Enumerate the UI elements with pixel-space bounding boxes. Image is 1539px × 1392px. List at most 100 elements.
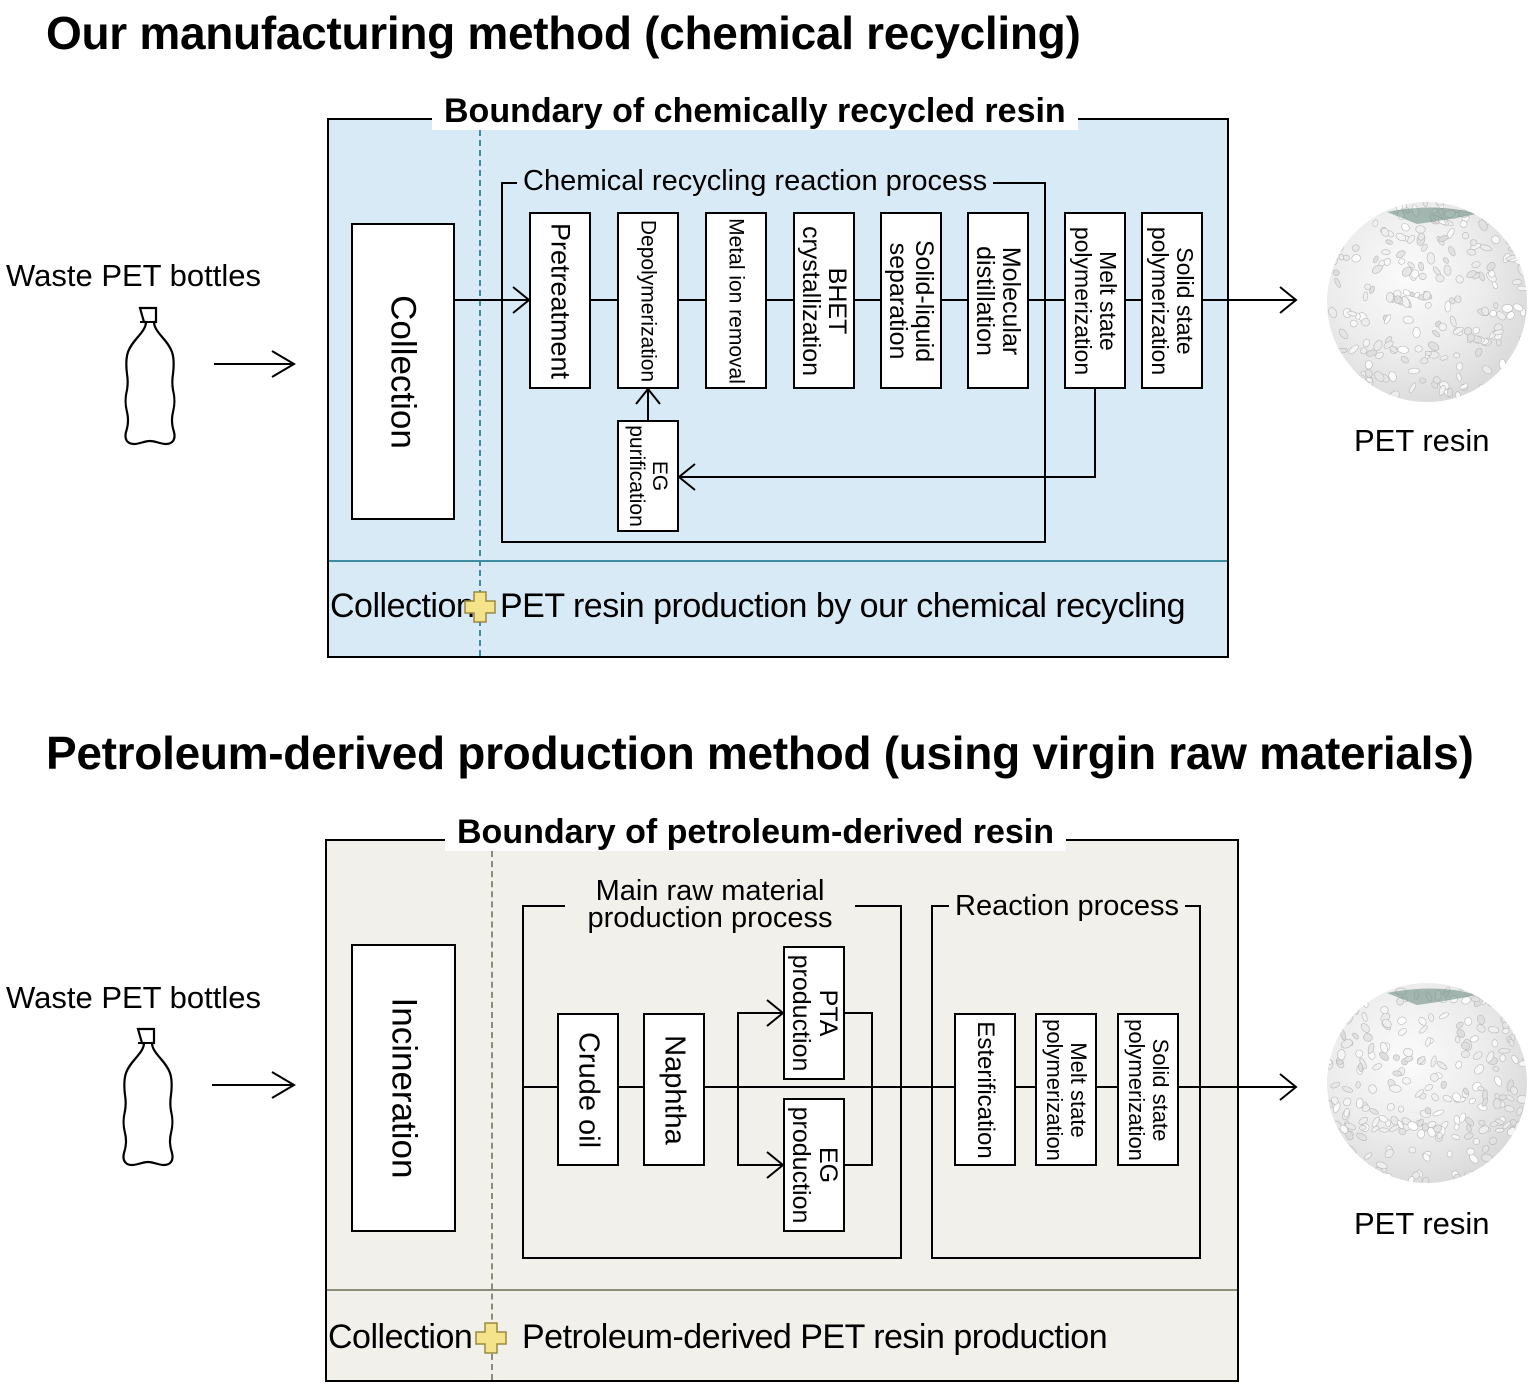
petroleum-footer-process: Petroleum-derived PET resin production bbox=[522, 1318, 1108, 1356]
pellet-granule bbox=[1466, 248, 1477, 256]
raw-material-group-label: Main raw material production process bbox=[565, 877, 855, 933]
pellet-granule bbox=[1511, 1055, 1519, 1064]
pellet-granule bbox=[1380, 1042, 1388, 1054]
pellet-granule bbox=[1328, 307, 1338, 319]
pellet-granule bbox=[1384, 314, 1392, 325]
pellet-granule bbox=[1512, 303, 1524, 312]
pellet-granule bbox=[1491, 1039, 1499, 1048]
pellet-granule bbox=[1369, 1108, 1379, 1115]
pellet-granule bbox=[1471, 261, 1481, 269]
pellet-granule bbox=[1407, 261, 1415, 269]
pellet-shadow bbox=[1387, 988, 1477, 1005]
pellet-granule bbox=[1433, 1124, 1443, 1133]
step-pta-production: PTA production bbox=[783, 946, 845, 1080]
pellet-granule bbox=[1493, 302, 1499, 310]
pellet-granule bbox=[1461, 1050, 1470, 1059]
pellet-granule bbox=[1511, 279, 1523, 285]
pellet-granule bbox=[1463, 327, 1473, 336]
pellet-granule bbox=[1464, 1132, 1474, 1140]
pellet-granule bbox=[1470, 996, 1481, 1002]
pellet-granule bbox=[1431, 1093, 1439, 1102]
chemical-output-label: PET resin bbox=[1354, 423, 1490, 458]
pellet-granule bbox=[1413, 291, 1421, 299]
pellet-granule bbox=[1381, 249, 1391, 256]
pellet-granule bbox=[1492, 1098, 1502, 1110]
pellet-granule bbox=[1418, 261, 1424, 272]
step-melt-state-polymerization: Melt state polymerization bbox=[1064, 212, 1126, 389]
pellet-granule bbox=[1442, 257, 1449, 264]
petroleum-collection-boundary-dash bbox=[491, 841, 493, 1380]
pellet-granule bbox=[1491, 235, 1501, 244]
pellet-granule bbox=[1459, 220, 1468, 228]
pellet-granule bbox=[1433, 376, 1441, 384]
pellet-granule bbox=[1469, 239, 1478, 247]
chemical-footer-divider bbox=[329, 560, 1227, 562]
incineration-box: Incineration bbox=[351, 944, 456, 1232]
pellet-granule bbox=[1375, 351, 1384, 359]
reaction-group-label: Reaction process bbox=[949, 891, 1186, 921]
step-petro-solid-state-polymerization: Solid state polymerization bbox=[1117, 1013, 1179, 1166]
pellet-granule bbox=[1372, 1063, 1383, 1071]
pellet-granule bbox=[1443, 264, 1452, 276]
pellet-granule bbox=[1401, 223, 1410, 232]
step-pretreatment: Pretreatment bbox=[529, 212, 591, 389]
pellet-granule bbox=[1397, 1120, 1404, 1130]
pellet-granule bbox=[1355, 1097, 1364, 1109]
pellet-granule bbox=[1452, 326, 1464, 335]
pellet-granule bbox=[1496, 339, 1502, 347]
chemical-section-title: Our manufacturing method (chemical recyc… bbox=[46, 7, 1081, 59]
pellet-granule bbox=[1466, 1147, 1475, 1156]
pellet-granule bbox=[1331, 1096, 1339, 1105]
chemical-reaction-group-label: Chemical recycling reaction process bbox=[517, 166, 994, 196]
pellet-granule bbox=[1472, 326, 1480, 335]
pellet-granule bbox=[1384, 1149, 1394, 1158]
pellet-granule bbox=[1476, 1024, 1486, 1033]
pellet-granule bbox=[1466, 333, 1475, 342]
pellet-granule bbox=[1339, 1124, 1349, 1134]
pellet-granule bbox=[1371, 264, 1383, 274]
pellet-granule bbox=[1414, 345, 1423, 353]
pellet-granule bbox=[1495, 1127, 1505, 1133]
pellet-granule bbox=[1330, 1081, 1341, 1089]
pellet-granule bbox=[1481, 306, 1490, 316]
pellet-granule bbox=[1373, 255, 1379, 264]
pellet-granule bbox=[1426, 252, 1436, 265]
pellet-granule bbox=[1424, 350, 1432, 356]
pellet-granule bbox=[1380, 1006, 1389, 1015]
pellet-granule bbox=[1475, 347, 1483, 357]
pellet-granule bbox=[1417, 1129, 1426, 1139]
pellet-granule bbox=[1412, 327, 1421, 339]
pellet-granule bbox=[1333, 1102, 1341, 1113]
pellet-granule bbox=[1361, 318, 1370, 327]
pellet-granule bbox=[1489, 1136, 1497, 1146]
pellet-granule bbox=[1378, 1127, 1390, 1133]
pellet-granule bbox=[1436, 1132, 1443, 1139]
pellet-granule bbox=[1347, 311, 1358, 317]
pellet-granule bbox=[1397, 1016, 1407, 1025]
pellet-granule bbox=[1397, 1105, 1405, 1113]
pellet-granule bbox=[1402, 289, 1411, 297]
pellet-granule bbox=[1428, 1013, 1435, 1022]
pellet-granule bbox=[1358, 1062, 1364, 1072]
pellet-granule bbox=[1364, 1152, 1373, 1160]
pellet-granule bbox=[1383, 258, 1391, 266]
pellet-granule bbox=[1430, 1073, 1439, 1082]
pet-bottle-icon bbox=[124, 306, 176, 446]
pellet-granule bbox=[1459, 383, 1469, 390]
pellet-granule bbox=[1479, 244, 1492, 252]
pet-bottle-icon bbox=[122, 1027, 174, 1167]
pellet-granule bbox=[1332, 269, 1340, 277]
pellet-granule bbox=[1398, 1127, 1407, 1136]
pellet-granule bbox=[1463, 1087, 1469, 1096]
pellet-granule bbox=[1350, 319, 1358, 328]
pellet-granule bbox=[1495, 1118, 1505, 1125]
pellet-granule bbox=[1386, 1103, 1395, 1111]
pellet-granule bbox=[1341, 1086, 1353, 1093]
pellet-granule bbox=[1466, 1124, 1472, 1133]
pellet-granule bbox=[1435, 274, 1445, 283]
pellet-granule bbox=[1432, 329, 1441, 338]
pellet-granule bbox=[1501, 1021, 1510, 1029]
pellet-granule bbox=[1493, 329, 1504, 336]
pellet-granule bbox=[1344, 1122, 1356, 1130]
pellet-granule bbox=[1343, 1108, 1350, 1118]
